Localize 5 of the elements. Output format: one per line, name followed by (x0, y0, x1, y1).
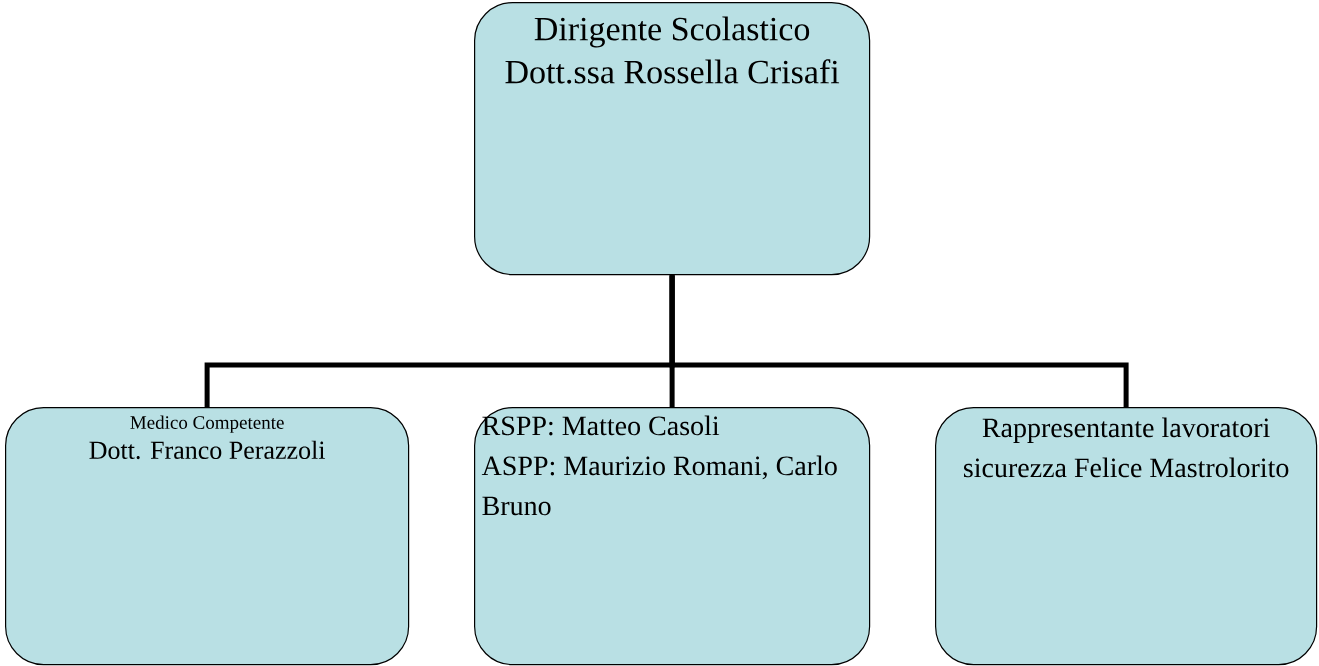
org-box: Dirigente Scolastico Dott.ssa Rossella Crisafi (474, 2, 871, 276)
org-box: Medico Competente Dott. Franco Perazzoli (5, 406, 410, 666)
org-box: RSPP: Matteo Casoli ASPP: Maurizio Romani, Carlo Bruno (474, 406, 871, 666)
org-box: Rappresentante lavoratori sicurezza Felice Mastrolorito (935, 406, 1318, 666)
connector-line (669, 275, 1129, 407)
